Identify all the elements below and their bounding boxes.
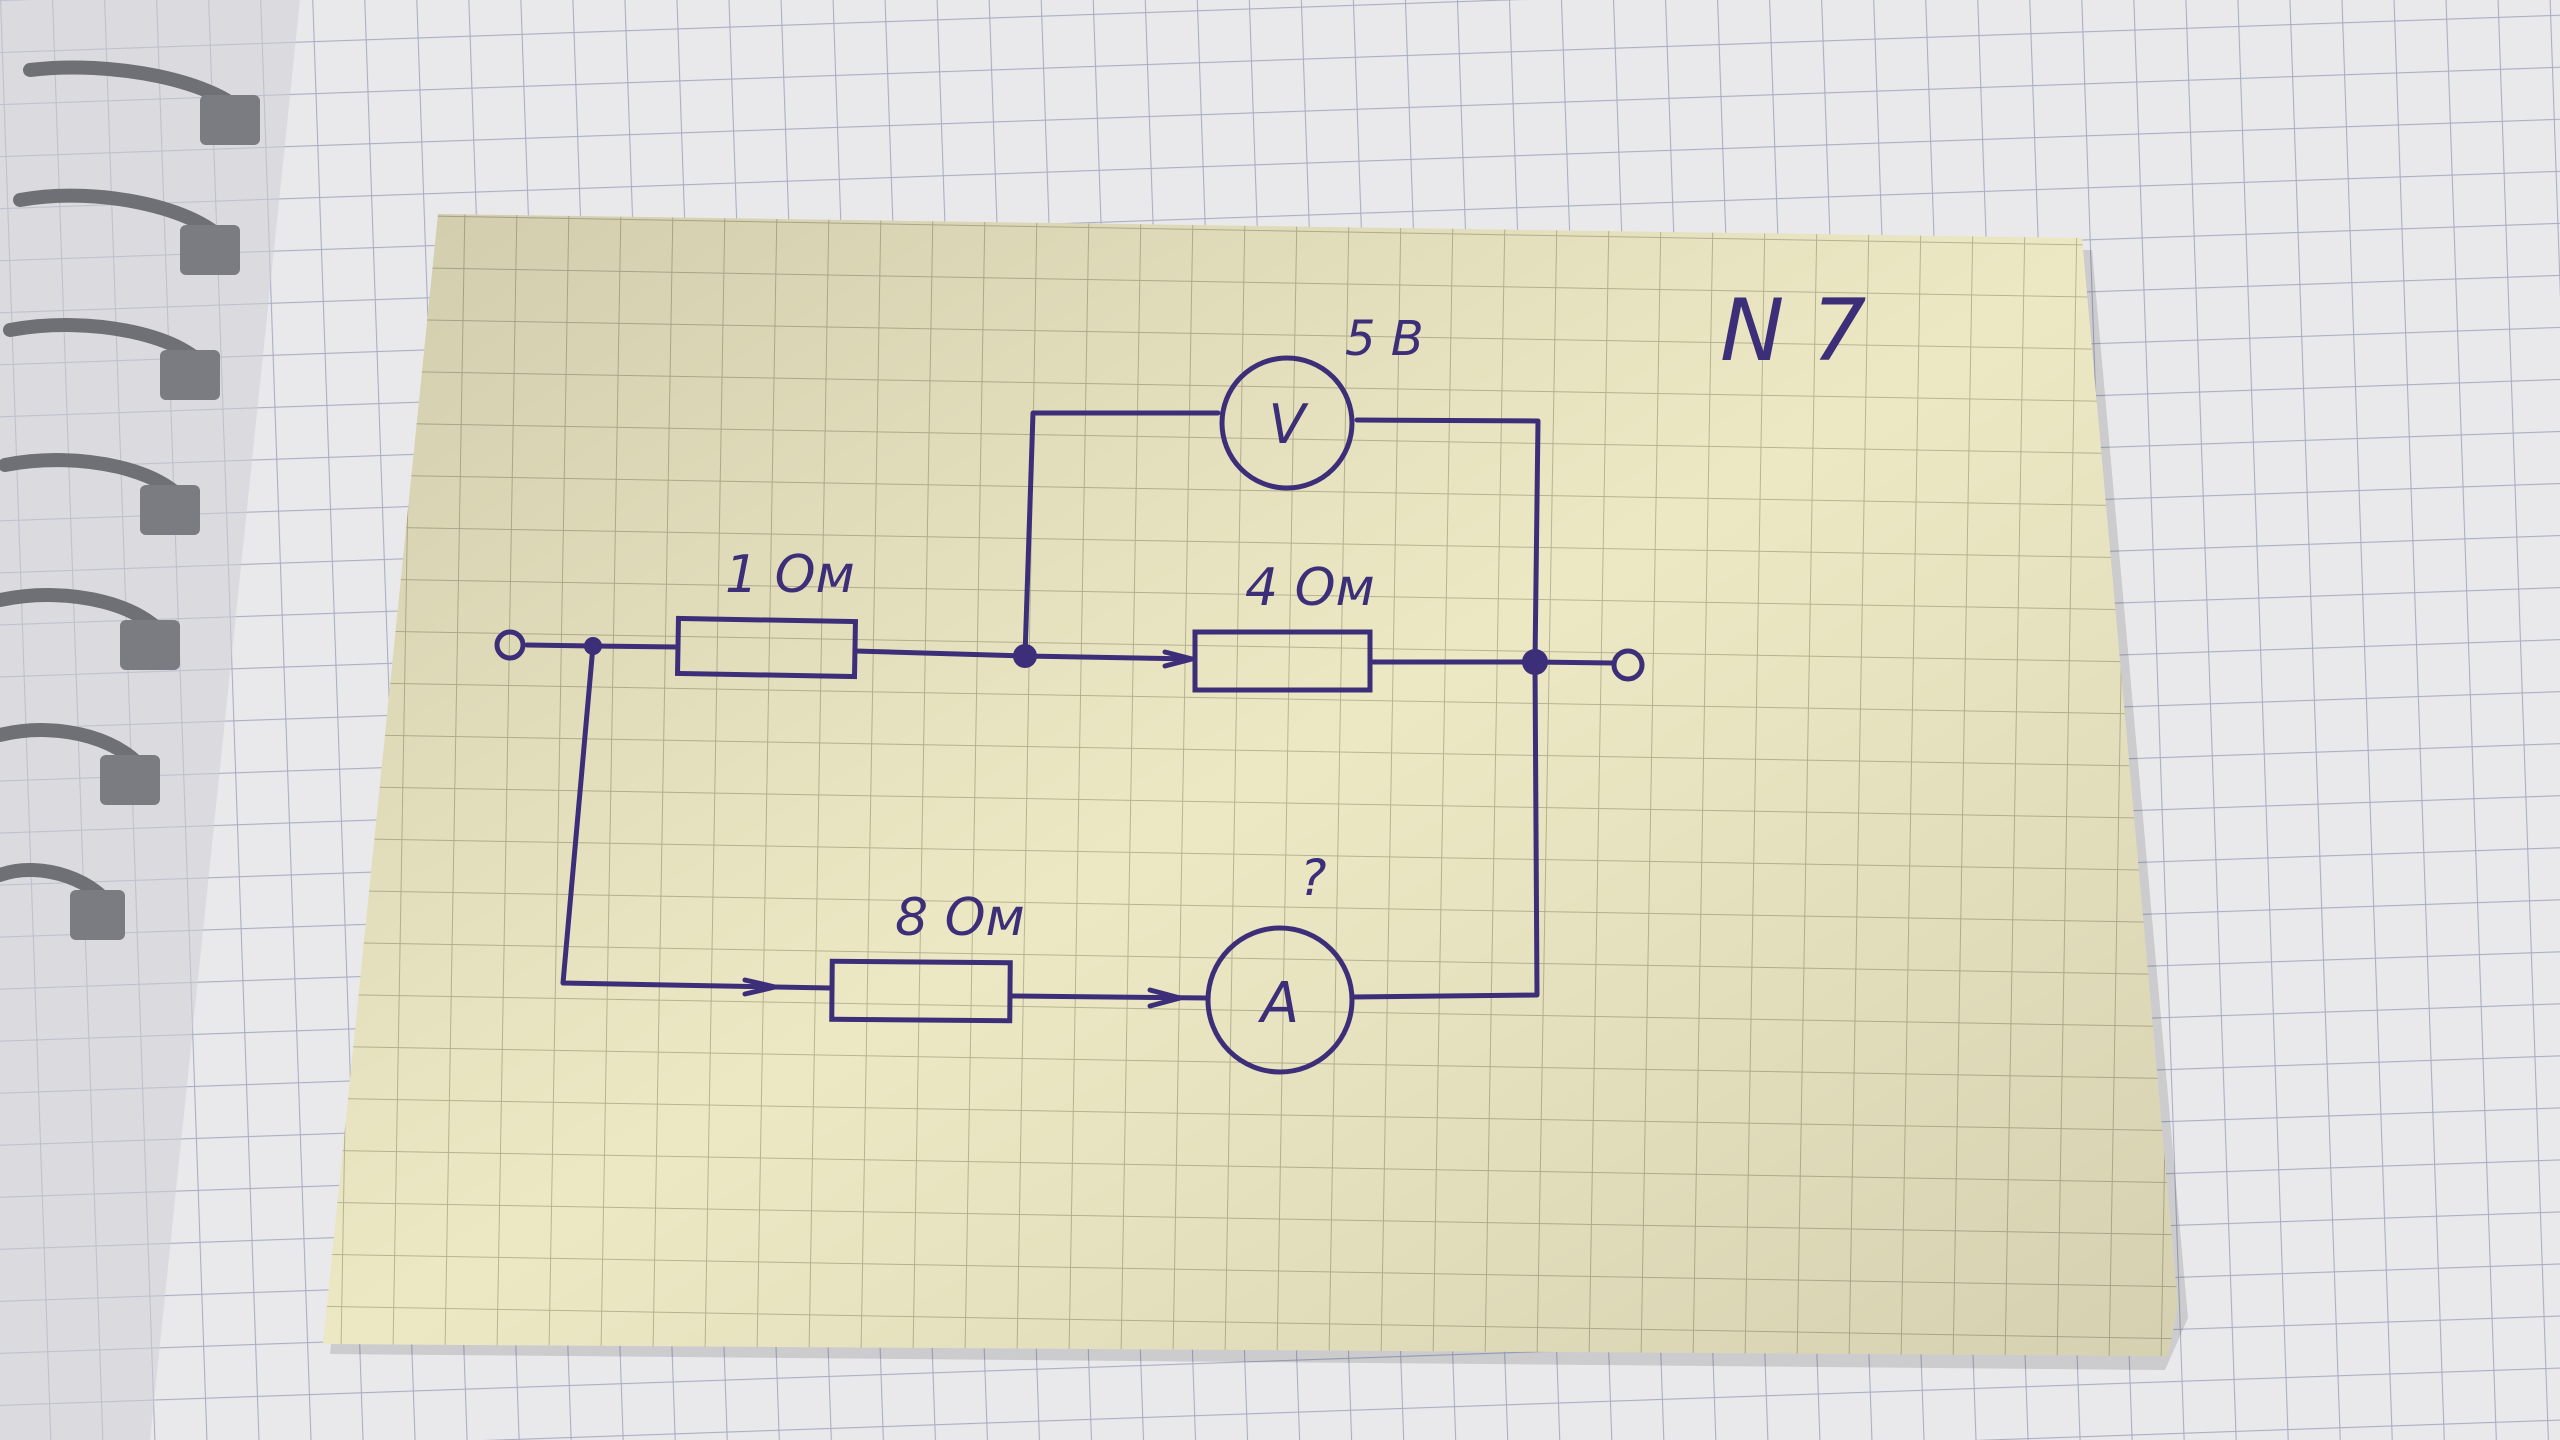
ammeter-symbol-icon bbox=[1205, 925, 1355, 1075]
circuit-wires bbox=[524, 410, 1615, 1009]
wire-voltmeter-right bbox=[1354, 417, 1541, 665]
problem-number: N 7 bbox=[1720, 281, 1866, 381]
resistor-symbol-icon bbox=[1192, 629, 1373, 693]
wire-junction-to-r1 bbox=[590, 643, 681, 650]
resistor-3-label: 8 Ом bbox=[895, 888, 1025, 948]
resistor-symbol-icon bbox=[674, 615, 859, 680]
wire-r1-to-node bbox=[852, 648, 1028, 659]
current-arrow-top bbox=[1162, 649, 1195, 669]
paper-card-shading bbox=[323, 214, 2178, 1356]
ammeter-label: A bbox=[1258, 971, 1299, 1036]
current-arrow-lower-mid bbox=[1147, 987, 1183, 1009]
junction-node bbox=[584, 637, 602, 655]
voltmeter-reading: 5 В bbox=[1345, 311, 1424, 367]
resistor-2-label: 4 Ом bbox=[1245, 558, 1375, 618]
terminal-circle-icon bbox=[1611, 648, 1645, 682]
voltmeter-label: V bbox=[1269, 393, 1310, 456]
wire-voltmeter-left bbox=[1022, 410, 1221, 659]
wire-node-to-r2 bbox=[1022, 653, 1198, 662]
voltmeter-symbol-icon bbox=[1219, 355, 1355, 491]
junction-node bbox=[1522, 649, 1548, 675]
resistor-symbol-icon bbox=[829, 958, 1013, 1024]
resistor-1-label: 1 Ом bbox=[725, 545, 855, 605]
junction-node bbox=[1013, 644, 1037, 668]
ammeter-reading: ? bbox=[1300, 849, 1327, 907]
spiral-binding-holes bbox=[70, 95, 260, 940]
terminal-circle-icon bbox=[494, 629, 526, 661]
current-arrow-lower-left bbox=[742, 977, 778, 997]
wire-left-terminal-to-junction bbox=[524, 642, 596, 649]
wire-lower-left bbox=[560, 643, 833, 991]
notebook-edge bbox=[0, 0, 300, 1440]
wire-ammeter-to-right bbox=[1349, 659, 1540, 1000]
